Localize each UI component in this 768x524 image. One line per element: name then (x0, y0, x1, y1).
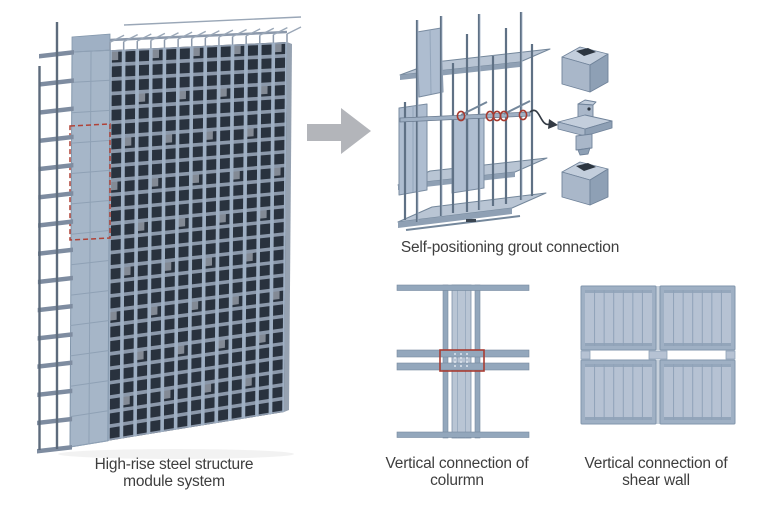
shear-wall-caption-line1: Vertical connection of (584, 455, 728, 472)
column-caption-line2: colurmn (430, 472, 484, 489)
building-caption: High-rise steel structure module system (66, 456, 282, 490)
joint-highlight-box (439, 349, 485, 372)
building-caption-line2: module system (123, 473, 225, 490)
shear-wall-figure (580, 285, 736, 425)
shear-wall-caption: Vertical connection of shear wall (568, 455, 744, 489)
connection-marker-circles (456, 109, 528, 122)
high-rise-module-figure (37, 16, 302, 459)
right-arrow-icon (307, 108, 371, 154)
grout-dowel-marks (454, 353, 468, 368)
column-caption-line1: Vertical connection of (385, 455, 529, 472)
building-caption-line1: High-rise steel structure (94, 456, 254, 473)
shear-wall-caption-line2: shear wall (622, 472, 690, 489)
column-caption: Vertical connection of colurmn (369, 455, 545, 489)
leader-squiggle-arrow-icon (529, 109, 551, 126)
grout-caption: Self-positioning grout connection (384, 239, 636, 256)
grout-caption-text: Self-positioning grout connection (400, 239, 620, 256)
grout-connection-figure (397, 12, 613, 231)
module-highlight-box (69, 123, 111, 241)
gap-connector-tabs (580, 350, 736, 360)
grout-block-top (561, 46, 609, 93)
grout-block-bottom (561, 161, 609, 206)
grout-connector-middle (557, 99, 613, 156)
column-connection-figure (396, 284, 530, 439)
